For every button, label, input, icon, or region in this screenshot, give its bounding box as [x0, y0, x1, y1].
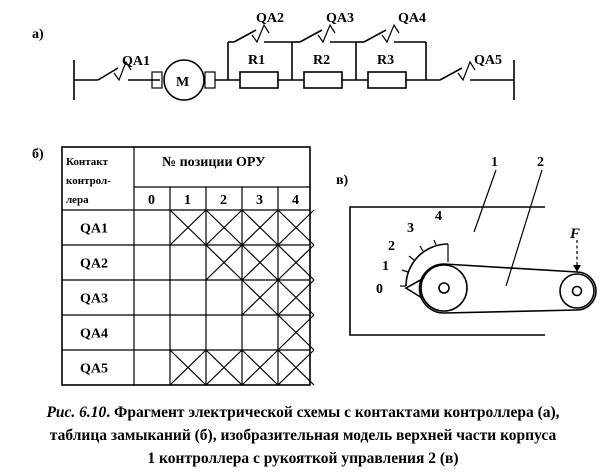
svg-text:М: М	[176, 75, 189, 90]
svg-text:QA4: QA4	[398, 11, 426, 26]
row-contact-label: QA2	[80, 257, 108, 272]
closure-cross	[241, 209, 279, 246]
svg-text:R1: R1	[248, 53, 265, 68]
scale-label-4: 4	[435, 209, 442, 224]
handle-pulley-small	[559, 273, 595, 309]
caption-line-2: таблица замыканий (б), изобразительная м…	[49, 427, 557, 444]
panel-label-a: а)	[32, 27, 44, 42]
closure-cross	[241, 279, 279, 316]
closure-cross	[169, 209, 207, 246]
panel-label-v: в)	[336, 173, 349, 188]
scale-label-0: 0	[376, 282, 383, 297]
panel-label-b: б)	[32, 147, 44, 162]
contact-qa2: QA2	[227, 11, 293, 80]
contact-qa1: QA1	[97, 54, 160, 82]
scale-label-3: 3	[407, 221, 414, 236]
leader-2	[505, 169, 543, 287]
closure-cross	[277, 209, 315, 246]
contact-qa3: QA3	[292, 11, 357, 80]
svg-text:R2: R2	[313, 53, 330, 68]
caption-line-3: 1 контроллера с рукояткой управления 2 (…	[147, 450, 459, 467]
handle-pulley-large	[420, 264, 468, 312]
label-handle: 2	[537, 155, 544, 170]
label-body: 1	[491, 155, 498, 170]
figure-caption: Рис. 6.10. Фрагмент электрической схемы …	[0, 401, 606, 470]
handle-pulley-small-hub	[571, 285, 583, 297]
contact-qa4: QA4	[356, 11, 427, 80]
controller-model: в) 1 2 0 1 2 3 4 F	[336, 155, 597, 336]
motor: М	[151, 59, 216, 101]
closure-table: б) Контакт контрол- лера № позиции ОРУ 0…	[32, 146, 315, 386]
closure-cross	[205, 209, 243, 246]
closure-cross	[205, 349, 243, 386]
resistor-r2: R2	[303, 53, 343, 89]
force-label: F	[569, 226, 580, 242]
svg-text:QA5: QA5	[474, 53, 502, 68]
handle-pointer	[404, 277, 425, 299]
row-contact-label: QA4	[80, 327, 108, 342]
position-header: 1	[184, 193, 191, 208]
scale-label-2: 2	[388, 239, 395, 254]
row-contact-label: QA5	[80, 362, 108, 377]
svg-text:QA1: QA1	[122, 54, 150, 69]
header-contact-line2: контрол-	[66, 175, 111, 187]
caption-title: Рис. 6.10	[46, 404, 107, 421]
contact-qa5: QA5	[439, 53, 514, 82]
handle-pulley-large-hub	[438, 282, 450, 294]
resistor-r1: R1	[239, 53, 279, 89]
position-scale-arc	[405, 243, 449, 287]
handle-belt	[418, 263, 597, 314]
header-contact-line1: Контакт	[66, 156, 109, 168]
body-outline	[349, 206, 545, 336]
row-contact-label: QA3	[80, 292, 108, 307]
circuit-diagram: а) QA1 М R1 R2	[32, 11, 515, 101]
leader-1	[473, 169, 497, 233]
closure-cross	[241, 349, 279, 386]
scale-label-1: 1	[382, 259, 389, 274]
closure-cross	[277, 244, 315, 281]
resistor-r3: R3	[367, 53, 407, 89]
position-header: 3	[256, 193, 263, 208]
header-positions: № позиции ОРУ	[162, 155, 265, 170]
closure-cross	[169, 349, 207, 386]
caption-line1-text: . Фрагмент электрической схемы с контакт…	[106, 404, 560, 421]
svg-text:QA3: QA3	[326, 11, 354, 26]
header-contact-line3: лера	[66, 194, 89, 206]
closure-cross	[277, 279, 315, 316]
svg-text:QA2: QA2	[256, 11, 284, 26]
row-contact-label: QA1	[80, 222, 108, 237]
figure-canvas: а) QA1 М R1 R2	[32, 11, 597, 386]
position-header: 4	[292, 193, 299, 208]
position-header: 0	[148, 193, 155, 208]
closure-cross	[205, 244, 243, 281]
position-header: 2	[220, 193, 227, 208]
caption-line-1: Рис. 6.10. Фрагмент электрической схемы …	[0, 401, 606, 424]
table-frame	[61, 146, 311, 386]
closure-cross	[241, 244, 279, 281]
closure-cross	[277, 314, 315, 351]
svg-text:R3: R3	[377, 53, 394, 68]
closure-cross	[277, 349, 315, 386]
